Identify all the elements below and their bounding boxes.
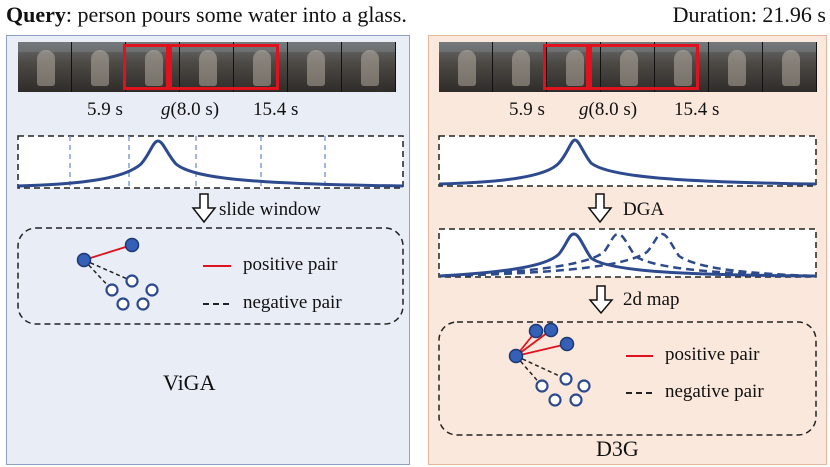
- down-arrow-icon: [191, 193, 217, 224]
- curve-frame: [438, 135, 817, 187]
- video-frame: [72, 42, 126, 92]
- negative-node: [535, 379, 549, 393]
- negative-pair-label: negative pair: [665, 381, 764, 402]
- video-filmstrip: [439, 42, 817, 92]
- video-frame: [18, 42, 72, 92]
- video-frame: [655, 42, 709, 92]
- video-frame: [234, 42, 288, 92]
- glance-time: g(8.0 s): [579, 99, 637, 121]
- d3g-title: D3G: [596, 436, 639, 461]
- negative-node: [548, 393, 562, 407]
- viga-title: ViGA: [163, 370, 216, 395]
- video-frame: [288, 42, 342, 92]
- down-arrow-icon: [588, 285, 614, 315]
- query-line: Query: person pours some water into a gl…: [6, 2, 407, 28]
- down-arrow-icon: [587, 193, 613, 224]
- video-frame: [763, 42, 817, 92]
- positive-node: [124, 237, 140, 253]
- gaussian-symbol: g: [579, 99, 589, 120]
- d3g-diagram: [438, 135, 817, 436]
- negative-node: [569, 393, 583, 407]
- video-frame: [180, 42, 234, 92]
- video-frame: [709, 42, 763, 92]
- gaussian-curve: [17, 139, 404, 188]
- negative-node: [116, 297, 130, 311]
- positive-node: [543, 322, 559, 338]
- curve-frame: [17, 135, 404, 189]
- contrast-box: [438, 321, 817, 436]
- target-moment-box: [589, 44, 699, 90]
- gaussian-curve: [438, 232, 817, 278]
- negative-node: [105, 283, 119, 297]
- video-frame: [342, 42, 396, 92]
- gaussian-curve: [438, 138, 817, 186]
- timeline-start: 5.9 s: [87, 99, 123, 120]
- positive-edge: [515, 329, 552, 357]
- glance-value: (8.0 s): [588, 99, 638, 120]
- negative-node: [559, 372, 573, 386]
- gaussian-symbol: g: [161, 99, 171, 120]
- positive-pair-label: positive pair: [243, 254, 338, 275]
- video-filmstrip: [18, 42, 396, 92]
- positive-pair-label: positive pair: [665, 344, 760, 365]
- timeline-end: 15.4 s: [253, 99, 299, 120]
- glance-frame-box: [123, 44, 169, 90]
- anchor-node: [76, 252, 92, 268]
- viga-diagram: [17, 135, 404, 325]
- timeline-end: 15.4 s: [674, 99, 720, 120]
- negative-edge: [83, 259, 133, 282]
- target-moment-box: [169, 44, 279, 90]
- negative-node: [136, 297, 150, 311]
- anchor-node: [508, 348, 524, 364]
- video-frame: [547, 42, 601, 92]
- negative-pair-label: negative pair: [243, 292, 342, 313]
- video-frame: [439, 42, 493, 92]
- positive-node: [559, 336, 575, 352]
- contrast-box: [17, 227, 404, 325]
- dga-label: DGA: [623, 199, 665, 220]
- video-frame: [601, 42, 655, 92]
- positive-node: [528, 323, 544, 339]
- positive-edge: [83, 244, 133, 261]
- shifted-gaussian-curve: [438, 232, 817, 278]
- 2d-map-label: 2d map: [623, 289, 680, 310]
- negative-node: [125, 274, 139, 288]
- glance-frame-box: [543, 44, 589, 90]
- slide-window-label: slide window: [219, 199, 321, 220]
- glance-value: (8.0 s): [170, 99, 220, 120]
- negative-node: [145, 283, 159, 297]
- glance-time: g(8.0 s): [161, 99, 219, 121]
- query-text: : person pours some water into a glass.: [65, 2, 407, 27]
- viga-panel: 5.9 s g(8.0 s) 15.4 s slide window posit…: [6, 35, 410, 465]
- shifted-gaussian-curve: [438, 232, 817, 278]
- d3g-panel: 5.9 s g(8.0 s) 15.4 s DGA 2d map positiv…: [428, 35, 827, 465]
- video-frame: [493, 42, 547, 92]
- timeline-start: 5.9 s: [509, 99, 545, 120]
- positive-edge: [515, 343, 568, 357]
- query-label: Query: [6, 2, 66, 27]
- duration-label: Duration: 21.96 s: [672, 2, 826, 27]
- negative-edge: [515, 355, 567, 380]
- negative-node: [577, 379, 591, 393]
